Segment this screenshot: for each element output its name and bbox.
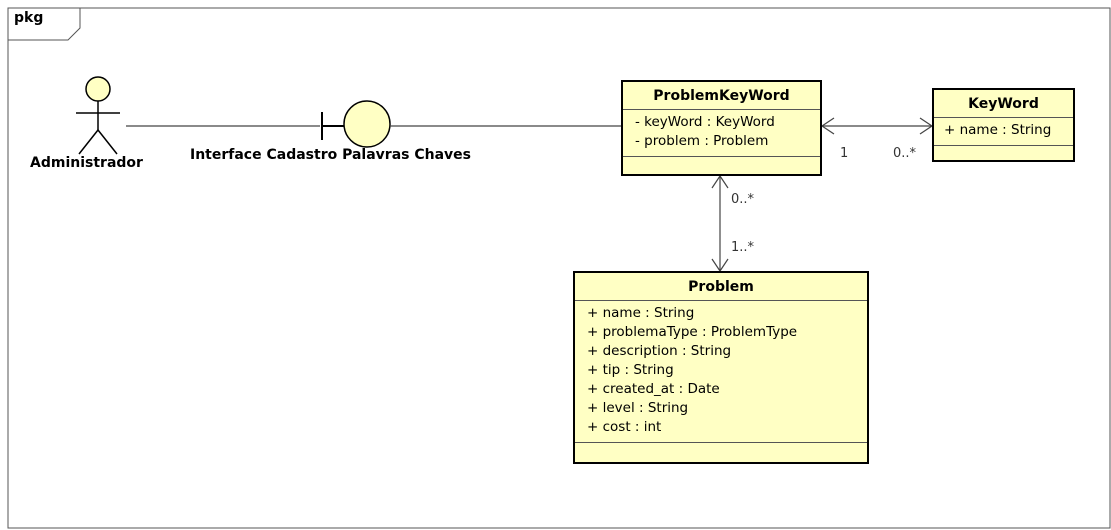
attribute: - problem : Problem xyxy=(635,133,769,149)
actor-label: Administrador xyxy=(30,155,143,171)
multiplicity-pkw-bottom: 0..* xyxy=(731,192,755,207)
class-keyword[interactable]: KeyWord + name : String xyxy=(932,88,1075,162)
attribute: + description : String xyxy=(587,343,732,359)
attribute: + name : String xyxy=(944,122,1052,138)
multiplicity-keyword-side: 0..* xyxy=(893,146,917,161)
class-operations xyxy=(934,146,1073,156)
class-attributes: + name : String + problemaType : Problem… xyxy=(575,301,867,443)
attribute: + level : String xyxy=(587,400,689,416)
attribute: + problemaType : ProblemType xyxy=(587,324,798,340)
attribute: + created_at : Date xyxy=(587,381,720,397)
class-title: Problem xyxy=(575,273,867,301)
actor-figure[interactable] xyxy=(76,76,120,155)
class-title: ProblemKeyWord xyxy=(623,82,820,110)
class-operations xyxy=(575,443,867,453)
attribute: + name : String xyxy=(587,305,695,321)
class-problemkeyword[interactable]: ProblemKeyWord - keyWord : KeyWord - pro… xyxy=(621,80,822,176)
attribute: + cost : int xyxy=(587,419,662,435)
class-attributes: - keyWord : KeyWord - problem : Problem xyxy=(623,110,820,157)
multiplicity-pkw-side: 1 xyxy=(840,146,849,161)
multiplicity-problem-side: 1..* xyxy=(731,240,755,255)
attribute: - keyWord : KeyWord xyxy=(635,114,775,130)
boundary-label: Interface Cadastro Palavras Chaves xyxy=(190,147,471,163)
class-attributes: + name : String xyxy=(934,118,1073,146)
class-operations xyxy=(623,157,820,167)
boundary-symbol[interactable] xyxy=(321,100,391,148)
pkw-keyword-association xyxy=(820,117,934,135)
frame-border xyxy=(7,7,1111,529)
class-title: KeyWord xyxy=(934,90,1073,118)
frame-tab xyxy=(8,8,81,41)
attribute: + tip : String xyxy=(587,362,674,378)
frame-label: pkg xyxy=(14,10,44,26)
class-problem[interactable]: Problem + name : String + problemaType :… xyxy=(573,271,869,464)
pkw-problem-association xyxy=(711,174,729,273)
